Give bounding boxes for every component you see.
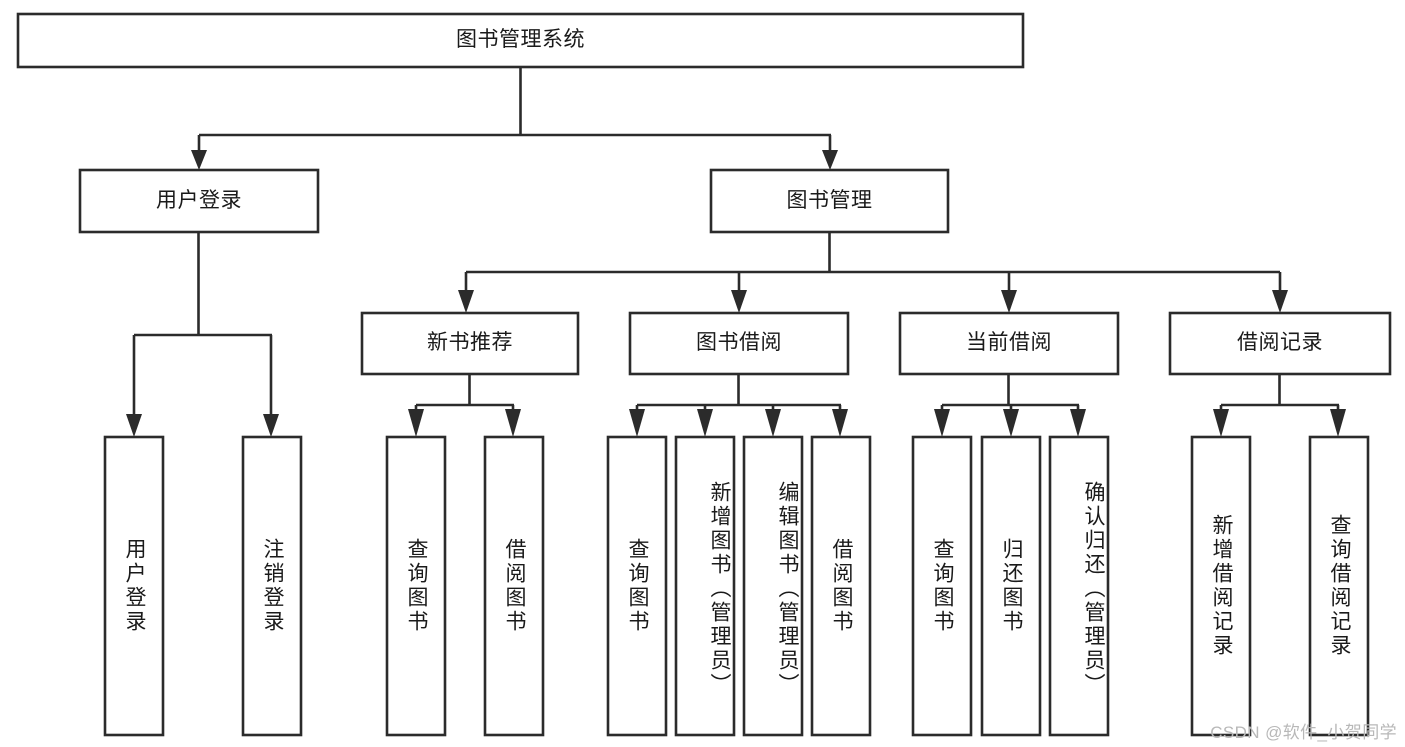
leaf-box-add-borrow-record[interactable] bbox=[1190, 435, 1252, 737]
node-box-new-book-recommend[interactable] bbox=[360, 311, 580, 376]
node-box-root[interactable] bbox=[16, 12, 1025, 69]
connector-current-to-leaves bbox=[934, 374, 1086, 437]
connector-root-to-level2 bbox=[191, 67, 838, 170]
leaf-box-return-book[interactable] bbox=[980, 435, 1042, 737]
connector-borrow-to-leaves bbox=[629, 374, 848, 437]
leaf-box-edit-book[interactable] bbox=[742, 435, 804, 737]
leaf-box-user-login[interactable] bbox=[103, 435, 165, 737]
node-box-current-borrow[interactable] bbox=[898, 311, 1120, 376]
node-box-book-management[interactable] bbox=[709, 168, 950, 234]
leaf-box-borrow-book-recommend[interactable] bbox=[483, 435, 545, 737]
leaf-box-query-book-borrow[interactable] bbox=[606, 435, 668, 737]
connector-bookmgmt-to-level3 bbox=[458, 232, 1288, 313]
leaf-box-query-borrow-record[interactable] bbox=[1308, 435, 1370, 737]
node-box-book-borrow[interactable] bbox=[628, 311, 850, 376]
connector-record-to-leaves bbox=[1213, 374, 1346, 437]
leaf-box-add-book[interactable] bbox=[674, 435, 736, 737]
connector-recommend-to-leaves bbox=[408, 374, 521, 437]
leaf-box-borrow-book[interactable] bbox=[810, 435, 872, 737]
node-box-user-login[interactable] bbox=[78, 168, 320, 234]
connector-userlogin-to-leaves bbox=[126, 232, 279, 437]
leaf-box-confirm-return[interactable] bbox=[1048, 435, 1110, 737]
leaf-box-logout[interactable] bbox=[241, 435, 303, 737]
leaf-box-query-book-current[interactable] bbox=[911, 435, 973, 737]
node-box-borrow-record[interactable] bbox=[1168, 311, 1392, 376]
leaf-box-query-book-recommend[interactable] bbox=[385, 435, 447, 737]
csdn-watermark: CSDN @软件_小贺同学 bbox=[1210, 723, 1397, 742]
